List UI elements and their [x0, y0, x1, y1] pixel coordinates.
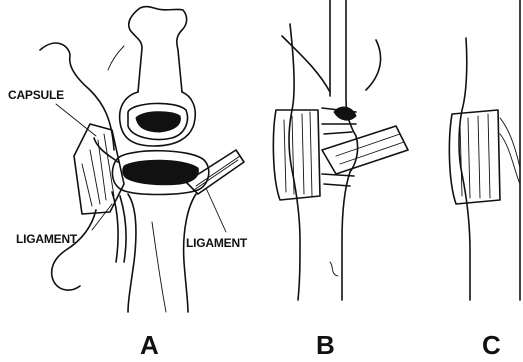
- suture-b: [282, 36, 381, 92]
- panel-b-drawing: [273, 0, 408, 300]
- capsule-patch-c: [449, 110, 500, 204]
- ligament-left-leader: [92, 204, 112, 230]
- left-ligament-strip: [112, 192, 126, 262]
- panel-label-c: C: [482, 330, 501, 361]
- capsule-leader: [56, 104, 96, 136]
- upper-phalanx-head: [129, 7, 187, 93]
- finger-outline-right: [342, 0, 358, 300]
- label-ligament-left: LIGAMENT: [16, 232, 77, 246]
- panel-label-a: A: [140, 330, 159, 361]
- lower-phalanx-shaft: [128, 194, 196, 312]
- finger-outline-left: [289, 24, 300, 300]
- finger-outline-left-c: [459, 38, 470, 300]
- upper-articular-cartilage: [136, 112, 180, 132]
- label-ligament-right: LIGAMENT: [186, 236, 247, 250]
- panel-c-drawing: [449, 0, 520, 300]
- panel-a-drawing: [40, 7, 244, 313]
- capsule-patch-b: [273, 110, 320, 200]
- suture-line: [52, 210, 96, 290]
- label-capsule: CAPSULE: [8, 88, 64, 102]
- ligament-right-leader: [206, 188, 226, 232]
- panel-label-b: B: [316, 330, 335, 361]
